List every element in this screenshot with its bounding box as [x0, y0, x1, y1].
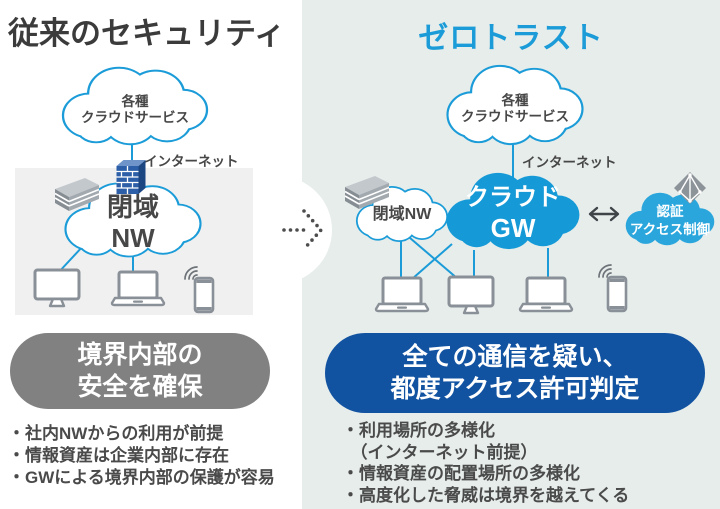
legacy-summary-banner: 境界内部の 安全を確保	[10, 333, 270, 409]
server-icon	[54, 178, 100, 211]
legacy-security-title: 従来のセキュリティ	[8, 16, 286, 51]
legacy-banner-line1: 境界内部の	[77, 341, 203, 369]
laptop-icon	[374, 276, 430, 313]
smartphone-icon	[606, 275, 628, 313]
shield-diamond-icon	[674, 172, 706, 204]
zero-trust-summary-banner: 全ての通信を疑い、 都度アクセス許可判定	[325, 333, 705, 413]
legacy-bullet-2: ・情報資産は企業内部に存在	[8, 446, 229, 465]
legacy-bullet-3: ・GWによる境界内部の保護が容易	[8, 468, 275, 487]
firewall-icon	[116, 160, 146, 194]
legacy-bullet-1: ・社内NWからの利用が前提	[8, 424, 224, 443]
zero-trust-banner-line2: 都度アクセス許可判定	[390, 375, 640, 403]
server-icon	[344, 176, 390, 209]
zero-trust-banner-line1: 全ての通信を疑い、	[402, 343, 628, 371]
zero-trust-title: ゼロトラスト	[418, 22, 604, 55]
legacy-bullet-list: ・社内NWからの利用が前提 ・情報資産は企業内部に存在 ・GWによる境界内部の保…	[8, 423, 275, 489]
zero-trust-bullet-1: ・利用場所の多様化	[342, 421, 495, 440]
left-internet-label: インターネット	[144, 154, 239, 169]
monitor-icon	[447, 275, 495, 315]
zero-trust-bullet-2: ・情報資産の配置場所の多様化	[342, 464, 580, 483]
zero-trust-bullet-3: ・高度化した脅威は境界を越えてくる	[342, 485, 630, 505]
legacy-banner-line2: 安全を確保	[77, 373, 203, 401]
laptop-icon	[518, 276, 574, 313]
dotted-arrow-icon	[282, 209, 324, 251]
smartphone-icon	[193, 276, 215, 314]
double-arrow-icon	[588, 206, 620, 222]
zero-trust-bullet-1b: （インターネット前提）	[342, 442, 538, 462]
right-internet-label: インターネット	[522, 155, 617, 170]
monitor-icon	[33, 268, 81, 308]
laptop-icon	[110, 270, 166, 307]
zero-trust-bullet-list: ・利用場所の多様化 （インターネット前提） ・情報資産の配置場所の多様化 ・高度…	[342, 420, 629, 506]
